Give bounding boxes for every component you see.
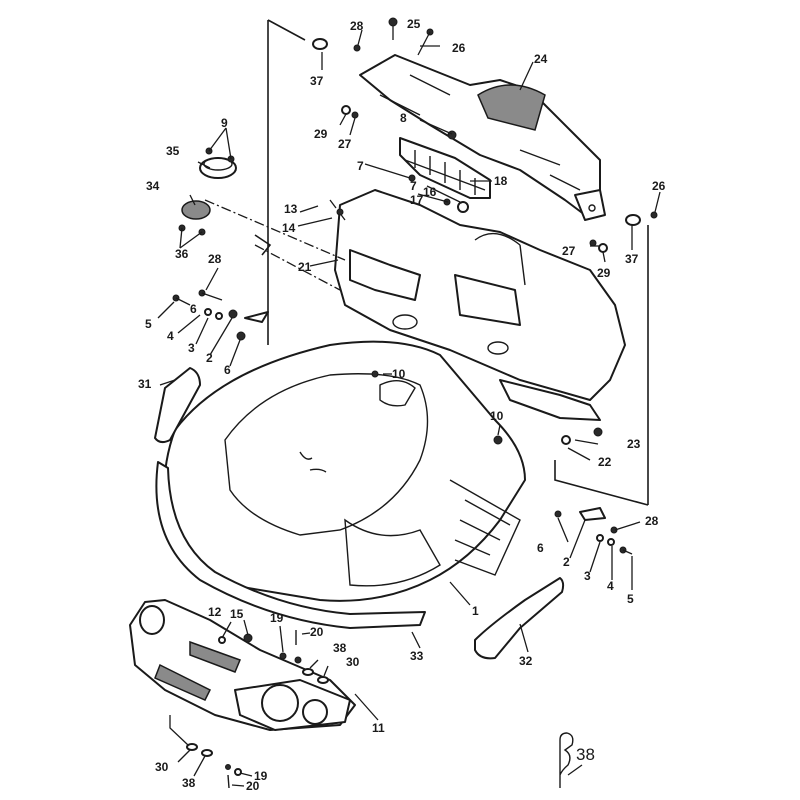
callout-27: 27 [562,244,576,258]
callout-36: 36 [175,247,189,261]
inner-panel-part[interactable] [334,189,626,421]
front-cowling-part[interactable] [162,340,526,602]
callout-2: 2 [563,555,570,569]
spring-clip-detail [559,732,583,788]
callout-31: 31 [138,377,152,391]
grille-part[interactable] [399,137,491,199]
lower-molding-part[interactable] [155,461,426,629]
callout-16: 16 [423,185,437,199]
callout-30: 30 [155,760,169,774]
callout-38: 38 [333,641,347,655]
side-molding-left-part[interactable] [154,367,201,444]
callout-24: 24 [534,52,548,66]
callout-5: 5 [627,592,634,606]
callout-20: 20 [310,625,324,639]
emblem-part[interactable] [181,200,211,220]
callout-33: 33 [410,649,424,663]
leader-lines [157,29,661,787]
callout-27: 27 [338,137,352,151]
callout-38: 38 [576,745,595,764]
callout-32: 32 [519,654,533,668]
callout-3: 3 [188,341,195,355]
callout-28: 28 [645,514,659,528]
callout-35: 35 [166,144,180,158]
callout-18: 18 [494,174,508,188]
callout-8: 8 [400,111,407,125]
callout-11: 11 [372,721,385,735]
callout-21: 21 [298,260,312,274]
callout-10: 10 [490,409,504,423]
callout-28: 28 [208,252,222,266]
reference-frame-lines [267,19,649,506]
callout-7: 7 [410,179,417,193]
upper-cover-part[interactable] [359,54,606,221]
callout-34: 34 [146,179,160,193]
callout-22: 22 [598,455,612,469]
callout-19: 19 [270,611,284,625]
callout-37: 37 [310,74,324,88]
callout-20: 20 [246,779,260,793]
headlight-assembly-part[interactable] [129,599,356,731]
callout-3: 3 [584,569,591,583]
callout-15: 15 [230,607,244,621]
cap-part[interactable] [199,157,237,179]
callout-labels: 1 2 2 3 3 4 4 5 5 6 6 6 7 7 8 9 10 10 11… [138,17,666,793]
callout-10: 10 [392,367,406,381]
callout-23: 23 [627,437,641,451]
callout-1: 1 [472,604,479,618]
callout-17: 17 [410,193,424,207]
callout-26: 26 [652,179,666,193]
callout-4: 4 [607,579,614,593]
callout-6: 6 [537,541,544,555]
callout-29: 29 [314,127,328,141]
alignment-lines [204,199,346,291]
callout-12: 12 [208,605,222,619]
callout-7: 7 [357,159,364,173]
callout-25: 25 [407,17,421,31]
callout-38: 38 [182,776,196,790]
callout-9: 9 [221,116,228,130]
callout-37: 37 [625,252,639,266]
hardware-small-parts [172,17,658,789]
callout-6: 6 [190,302,197,316]
callout-19: 19 [254,769,268,783]
callout-2: 2 [206,351,213,365]
callout-28: 28 [350,19,364,33]
callout-13: 13 [284,202,298,216]
callout-5: 5 [145,317,152,331]
callout-14: 14 [282,221,296,235]
callout-4: 4 [167,329,174,343]
side-molding-right-part[interactable] [474,577,565,660]
callout-30: 30 [346,655,360,669]
callout-6: 6 [224,363,231,377]
callout-29: 29 [597,266,611,280]
callout-26: 26 [452,41,466,55]
